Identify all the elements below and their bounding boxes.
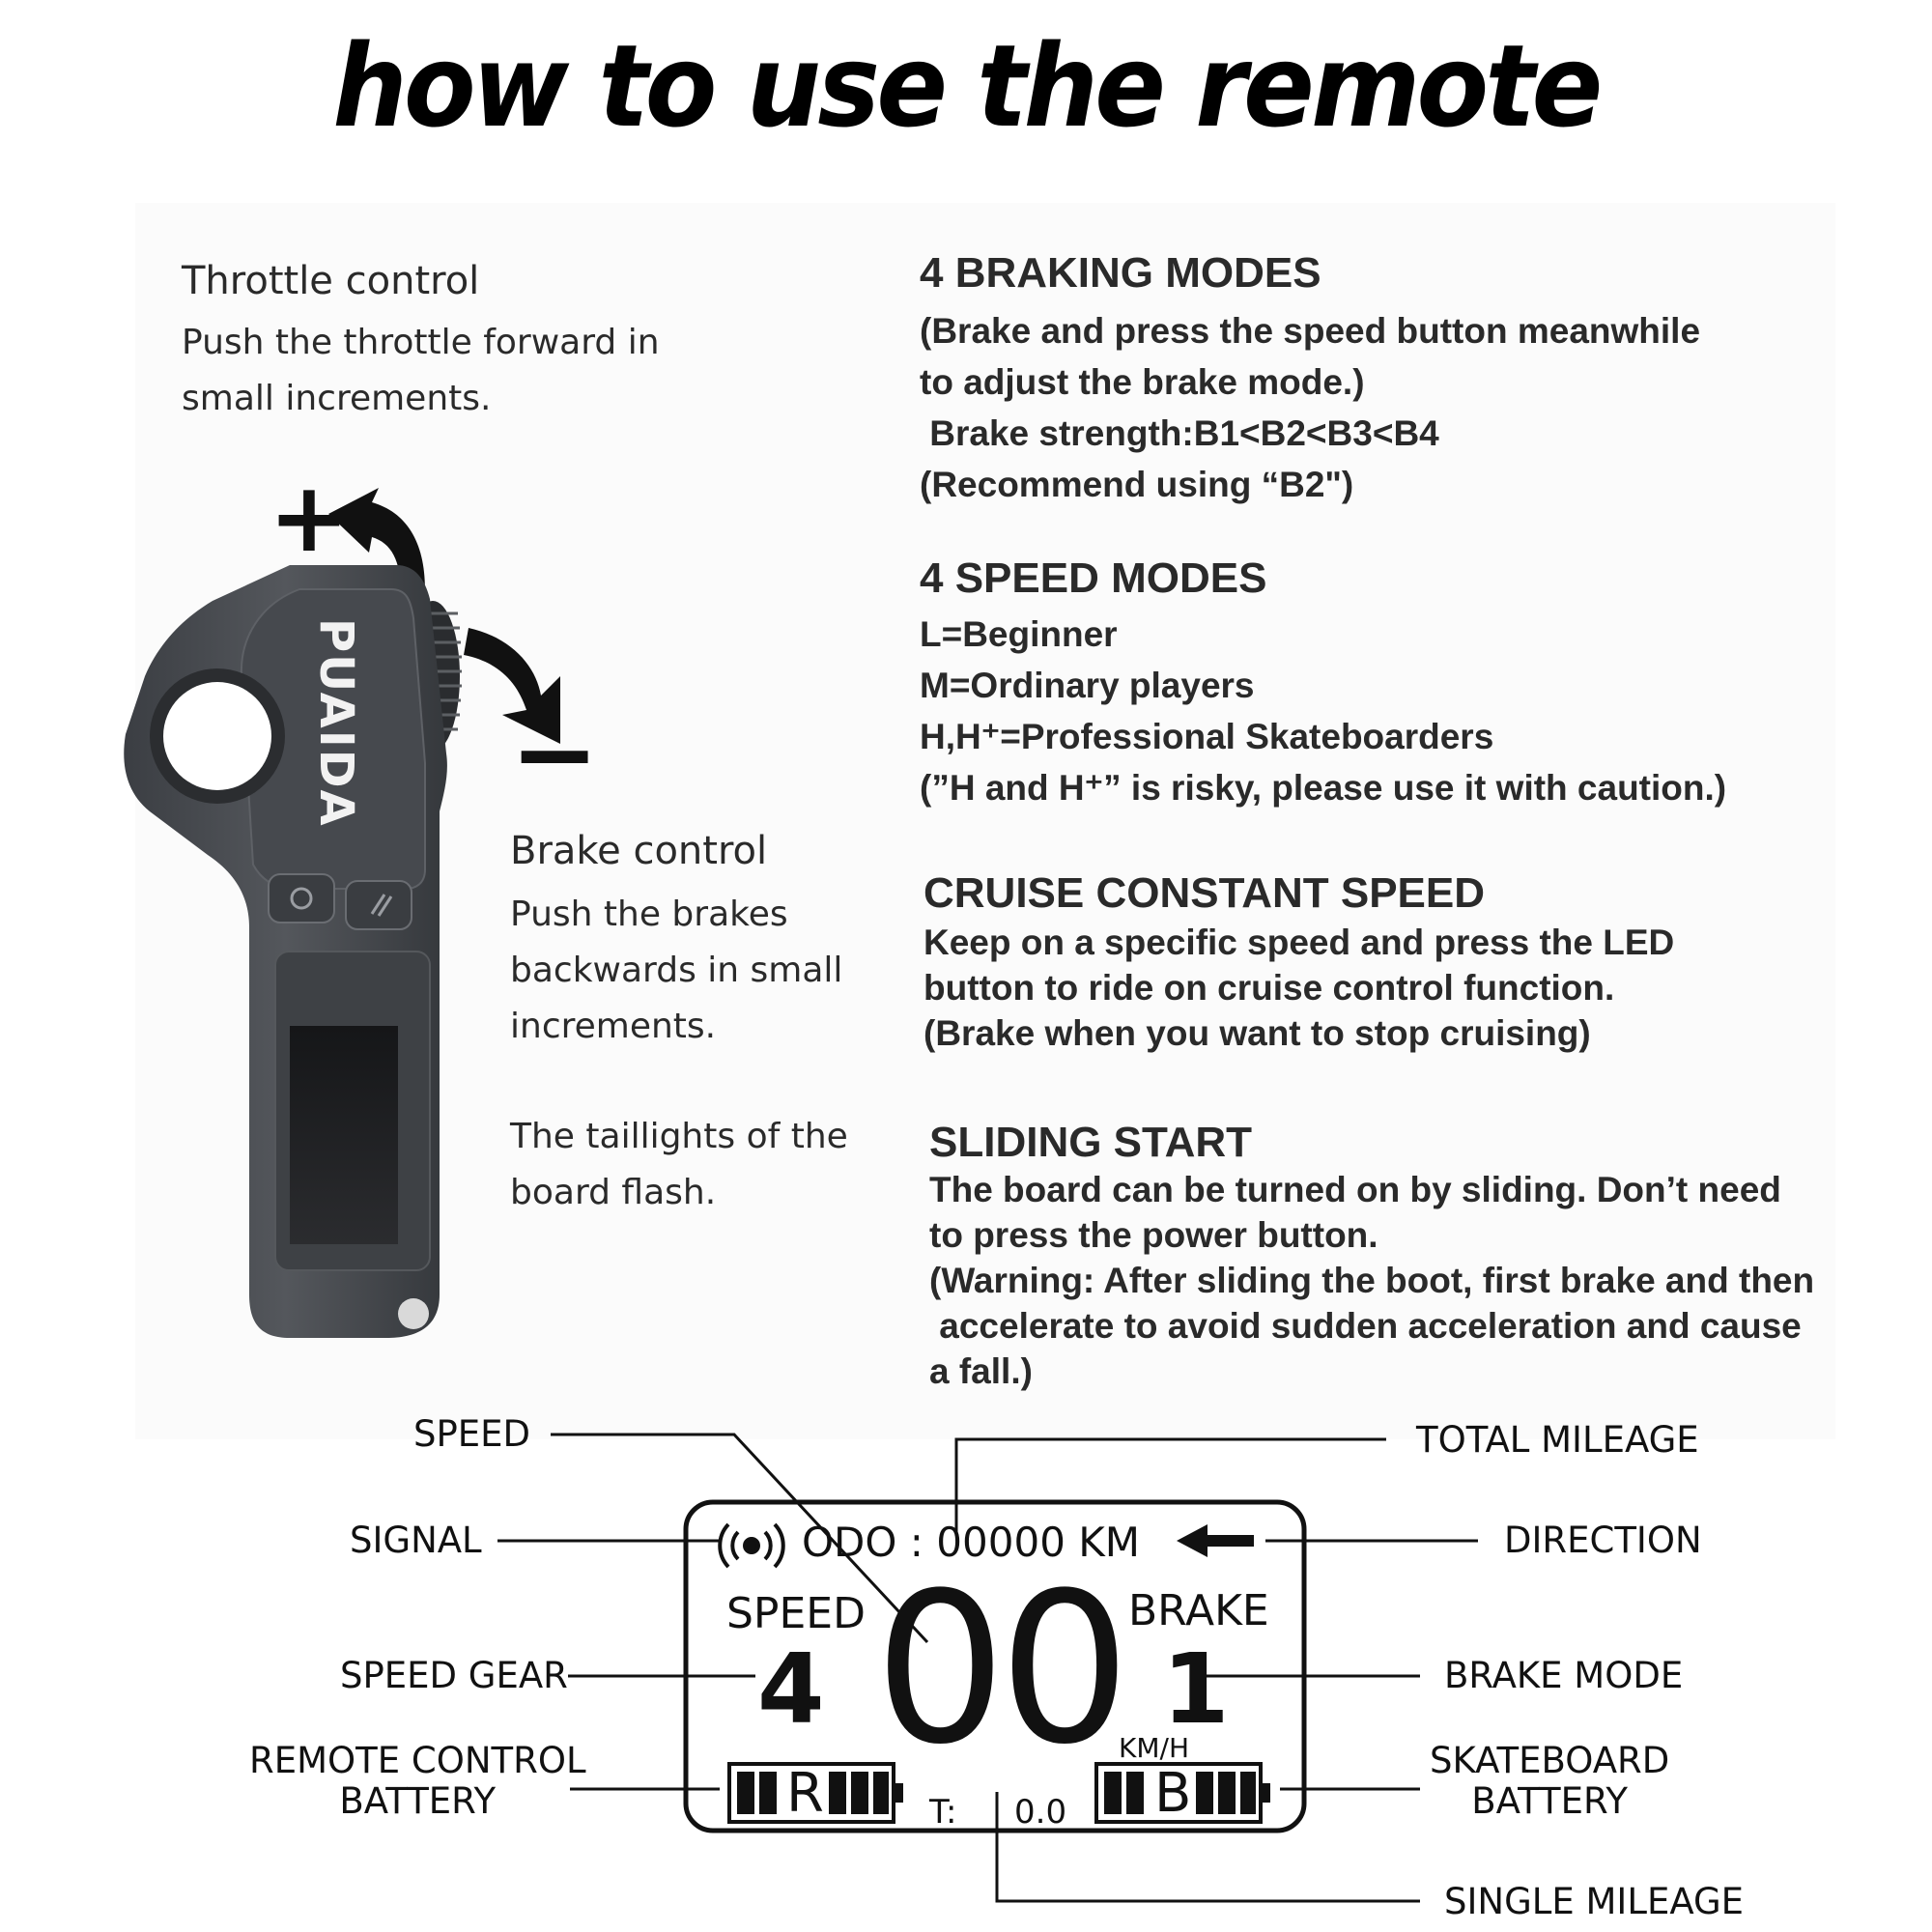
throttle-line: Push the throttle forward in — [182, 323, 660, 362]
lcd-frame — [683, 1499, 1307, 1833]
braking-modes-line: Brake strength:B1<B2<B3<B4 — [920, 413, 1439, 453]
taillights-line: The taillights of the — [510, 1117, 848, 1156]
speed-modes-line: (”H and H⁺” is risky, please use it with… — [920, 768, 1727, 808]
page-title: how to use the remote — [332, 19, 1603, 153]
cruise-heading: CRUISE CONSTANT SPEED — [923, 869, 1486, 917]
brand-logo: PUAIDA — [309, 618, 363, 828]
brake-control-text: Push the brakes backwards in small incre… — [510, 887, 842, 1055]
callout-speed-gear: SPEED GEAR — [340, 1655, 568, 1696]
single-mileage-callout-line — [995, 1792, 1420, 1903]
speed-modes-line: L=Beginner — [920, 614, 1118, 654]
callout-speed: SPEED — [413, 1413, 531, 1455]
speed-gear-value: 4 — [757, 1633, 825, 1746]
brake-control-heading: Brake control — [510, 829, 768, 873]
speed-unit: KM/H — [1119, 1732, 1190, 1764]
brake-control-line: Push the brakes — [510, 895, 788, 934]
braking-modes-text: (Brake and press the speed button meanwh… — [920, 305, 1700, 510]
sliding-line: to press the power button. — [929, 1215, 1378, 1255]
callout-signal: SIGNAL — [350, 1520, 482, 1561]
total-mileage-callout-line — [954, 1437, 1386, 1536]
throttle-line: small increments. — [182, 379, 492, 418]
sliding-line: a fall.) — [929, 1351, 1033, 1391]
sliding-line: The board can be turned on by sliding. D… — [929, 1170, 1781, 1209]
power-button[interactable] — [268, 873, 335, 923]
remote-battery-icon — [727, 1762, 903, 1824]
brake-control-line: increments. — [510, 1007, 717, 1046]
braking-modes-line: (Recommend using “B2") — [920, 465, 1354, 504]
callout-total-mileage: TOTAL MILEAGE — [1416, 1419, 1699, 1461]
board-battery-icon — [1094, 1762, 1270, 1824]
sliding-heading: SLIDING START — [929, 1119, 1253, 1166]
odo-readout: ODO : 00000 KM — [802, 1519, 1141, 1566]
brake-control-line: backwards in small — [510, 951, 843, 990]
speed-modes-heading: 4 SPEED MODES — [920, 554, 1267, 602]
remote-screen — [290, 1026, 398, 1244]
brake-label: BRAKE — [1128, 1586, 1269, 1635]
power-icon — [290, 887, 313, 910]
brake-arrow-icon — [464, 628, 560, 744]
remote-battery-letter: R — [786, 1762, 824, 1825]
speed-modes-line: M=Ordinary players — [920, 666, 1255, 705]
speed-value: 00 — [874, 1548, 1131, 1790]
cruise-line: Keep on a specific speed and press the L… — [923, 923, 1675, 962]
speed-label: SPEED — [726, 1589, 866, 1638]
cruise-line: button to ride on cruise control functio… — [923, 968, 1615, 1008]
callout-single-mileage: SINGLE MILEAGE — [1444, 1881, 1745, 1922]
cruise-line: (Brake when you want to stop cruising) — [923, 1013, 1591, 1053]
taillights-text: The taillights of the board flash. — [510, 1109, 848, 1221]
taillight-led — [398, 1298, 429, 1329]
throttle-text: Push the throttle forward in small incre… — [182, 315, 660, 427]
sliding-text: The board can be turned on by sliding. D… — [929, 1167, 1814, 1394]
signal-icon — [718, 1522, 785, 1569]
brake-mode-value: 1 — [1162, 1633, 1230, 1746]
sliding-line: accelerate to avoid sudden acceleration … — [929, 1306, 1802, 1346]
callout-brake-mode: BRAKE MODE — [1444, 1655, 1684, 1696]
throttle-heading: Throttle control — [182, 259, 480, 303]
speed-modes-line: H,H⁺=Professional Skateboarders — [920, 717, 1494, 756]
trip-label: T: — [929, 1793, 957, 1832]
braking-modes-line: to adjust the brake mode.) — [920, 362, 1365, 402]
braking-modes-line: (Brake and press the speed button meanwh… — [920, 311, 1701, 351]
direction-arrow-icon — [1177, 1524, 1254, 1557]
callout-remote-battery: REMOTE CONTROL BATTERY — [249, 1740, 586, 1822]
callout-direction: DIRECTION — [1504, 1520, 1702, 1561]
speed-icon — [370, 894, 393, 917]
sliding-line: (Warning: After sliding the boot, first … — [929, 1261, 1815, 1300]
trip-value: 0.0 — [1014, 1793, 1067, 1832]
cruise-text: Keep on a specific speed and press the L… — [923, 920, 1674, 1056]
callout-board-battery: SKATEBOARD BATTERY — [1430, 1740, 1670, 1822]
taillights-line: board flash. — [510, 1173, 717, 1212]
braking-modes-heading: 4 BRAKING MODES — [920, 249, 1321, 297]
board-battery-letter: B — [1154, 1762, 1192, 1825]
speed-callout-line — [551, 1433, 929, 1644]
